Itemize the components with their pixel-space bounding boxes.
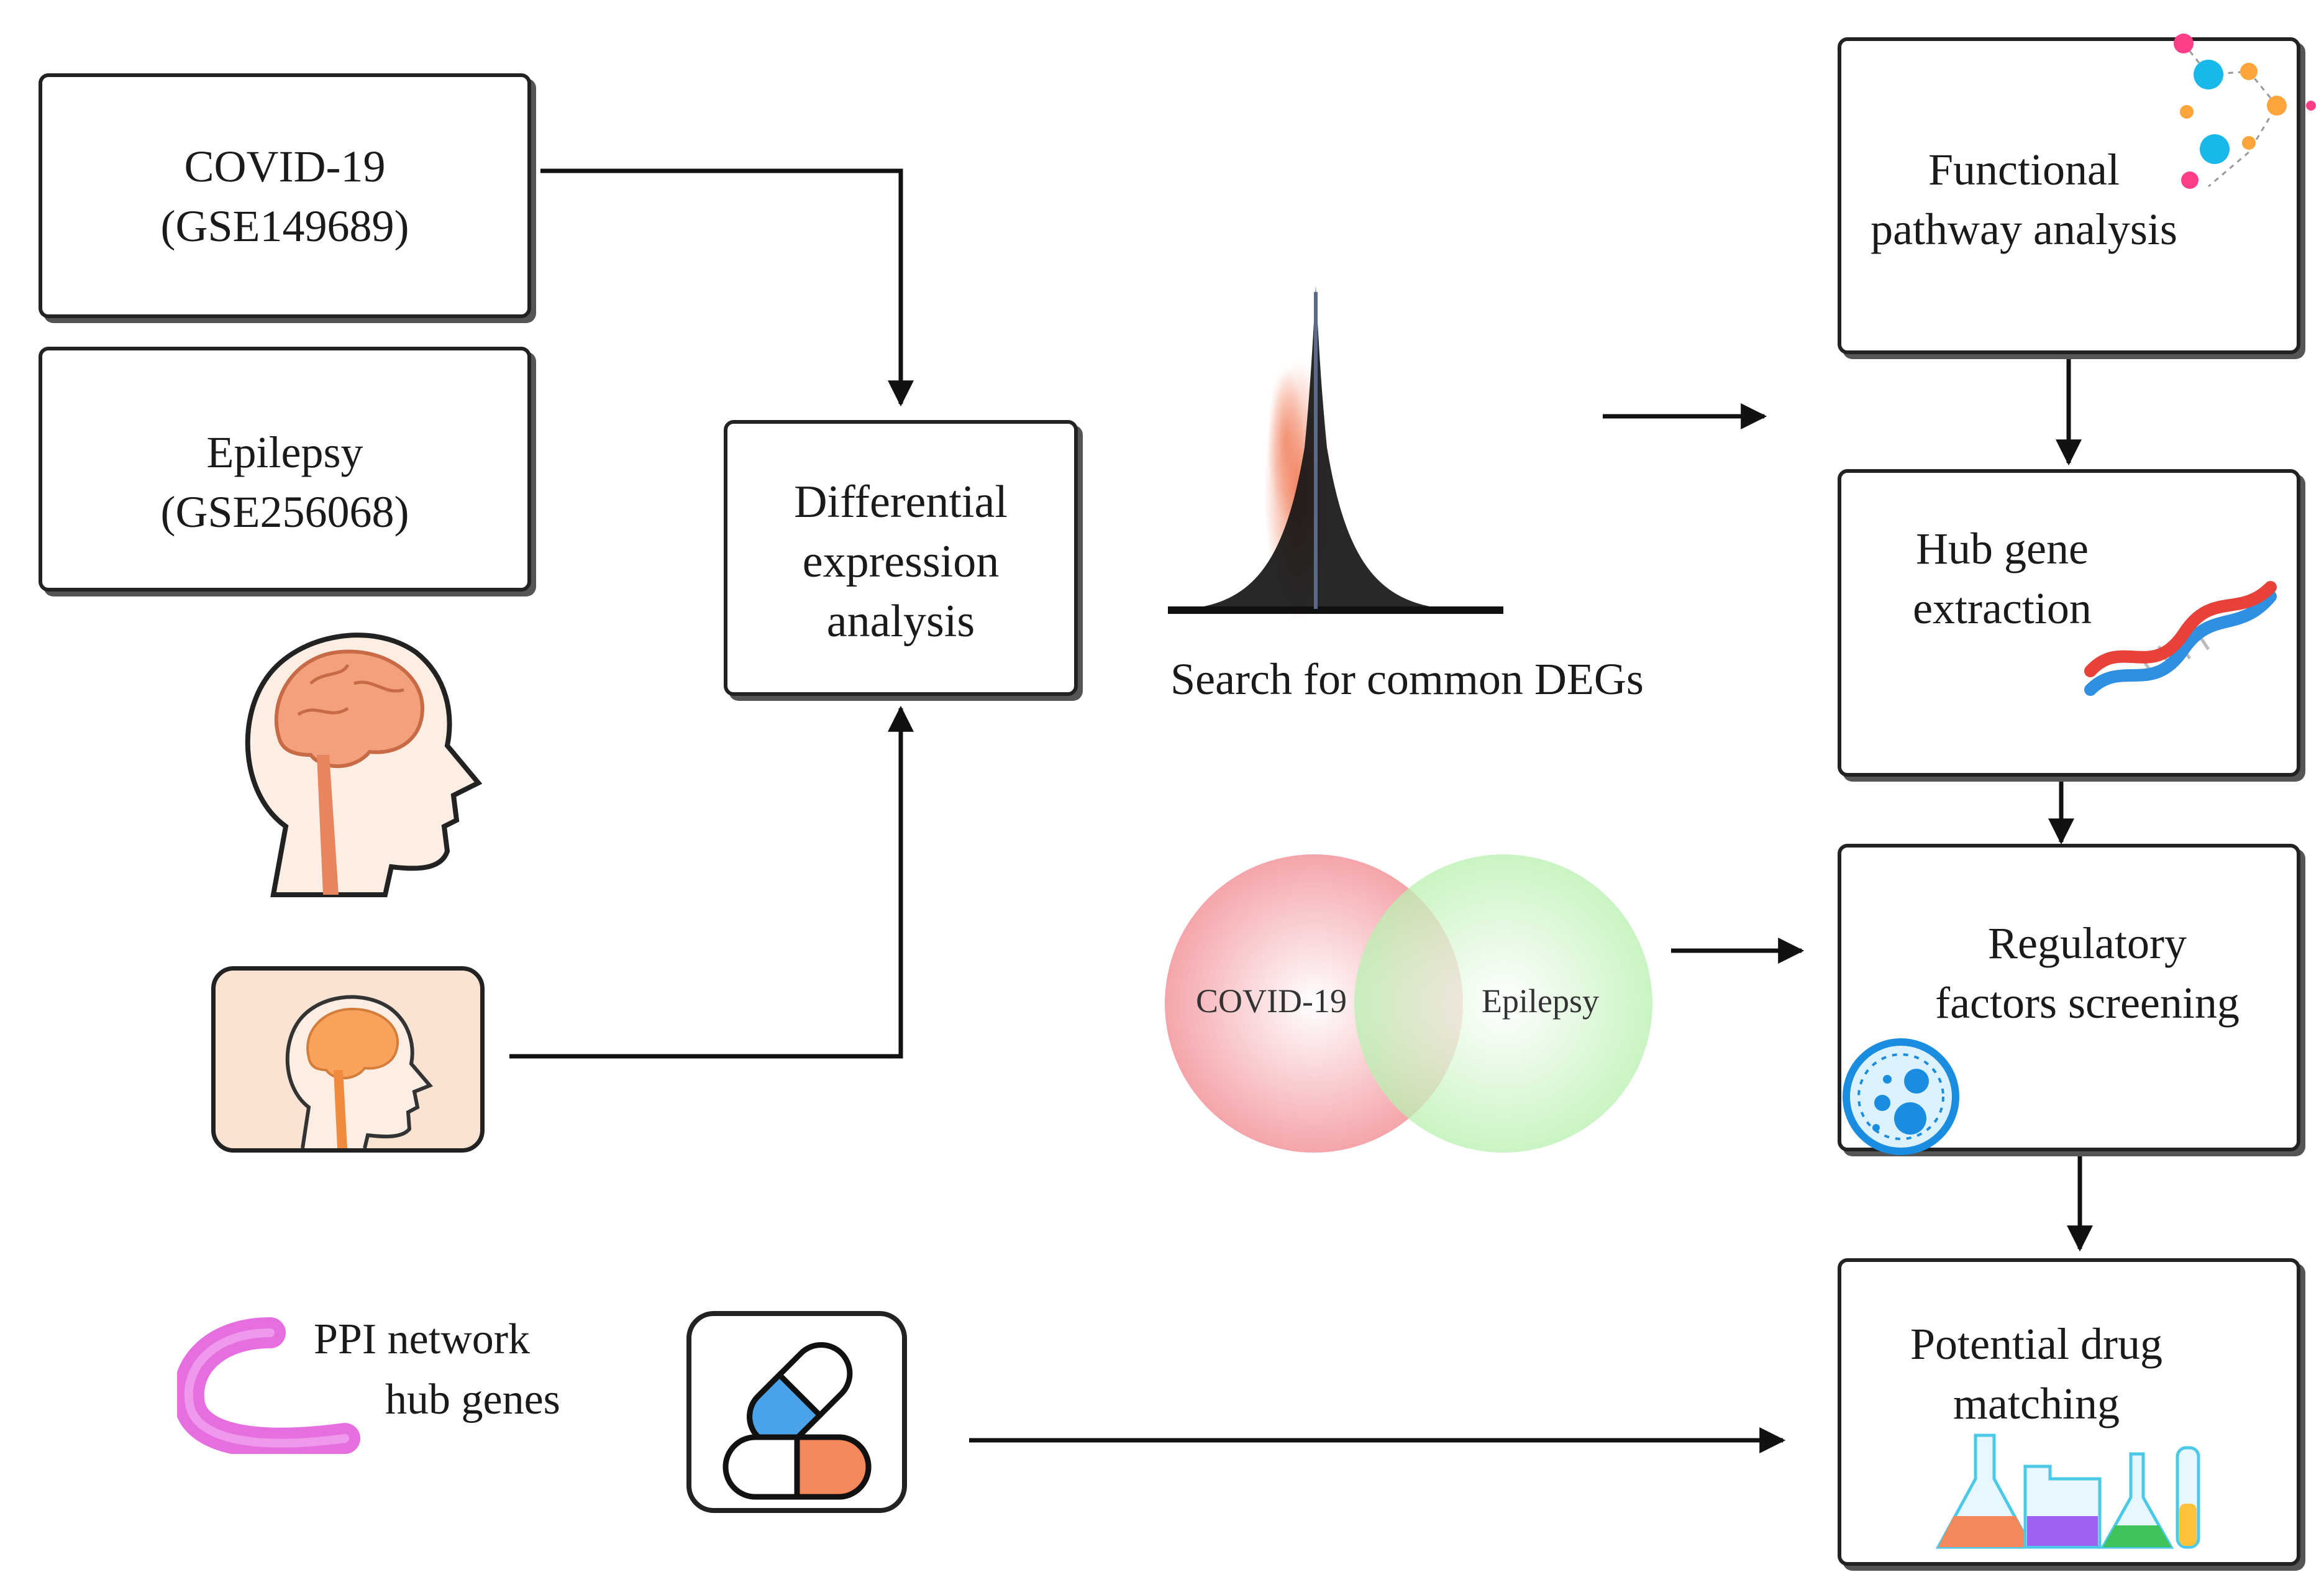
brain-scan-head-icon xyxy=(285,995,434,1149)
epilepsy-dataset-box xyxy=(39,347,531,592)
potential-drug-label: Potential drug matching xyxy=(1838,1314,2235,1433)
venn-epilepsy-circle xyxy=(1354,854,1652,1153)
regulatory-factors-label: Regulatory factors screening xyxy=(1895,913,2280,1033)
molecule-beads-icon xyxy=(2174,34,2316,189)
differential-analysis-box xyxy=(724,420,1078,696)
arrow-epilepsy-to-differential xyxy=(509,705,914,1059)
lab-flasks-icon xyxy=(1935,1433,2200,1549)
regulatory-line-1: Regulatory xyxy=(1988,918,2187,968)
drug-capsule-icon xyxy=(686,1311,907,1513)
potential-drug-line-1: Potential drug xyxy=(1910,1319,2162,1369)
arrow-covid-to-differential xyxy=(540,168,914,407)
dna-helix-icon xyxy=(2084,581,2277,696)
covid-dataset-name: COVID-19 xyxy=(184,142,386,191)
hub-gene-line-2: extraction xyxy=(1913,583,2092,633)
ppi-arc-icon xyxy=(177,1317,360,1454)
functional-line-1: Functional xyxy=(1928,145,2120,194)
head-brain-icon xyxy=(245,633,483,897)
hub-gene-line-1: Hub gene xyxy=(1916,524,2089,574)
differential-line-3: analysis xyxy=(826,596,975,647)
venn-diagram xyxy=(1165,854,1652,1153)
venn-covid-label: COVID-19 xyxy=(1196,982,1347,1020)
capsule-pill-icon xyxy=(722,1342,872,1500)
ppi-network-label-line2: hub genes xyxy=(385,1376,560,1424)
differential-line-1: Differential xyxy=(794,477,1008,528)
covid-dataset-id: (GSE149689) xyxy=(160,201,409,251)
hub-gene-label: Hub gene extraction xyxy=(1838,519,2167,638)
functional-pathway-box xyxy=(1838,37,2300,354)
potential-drug-line-2: matching xyxy=(1953,1379,2120,1428)
covid-dataset-label: COVID-19 (GSE149689) xyxy=(39,137,531,256)
volcano-plot-icon xyxy=(1168,286,1503,621)
epilepsy-dataset-id: (GSE256068) xyxy=(160,487,409,537)
covid-dataset-box xyxy=(39,73,531,318)
epilepsy-dataset-label: Epilepsy (GSE256068) xyxy=(39,423,531,542)
ppi-network-label-line1: PPI network xyxy=(314,1315,531,1363)
regulatory-line-2: factors screening xyxy=(1935,978,2240,1028)
functional-pathway-label: Functional pathway analysis xyxy=(1838,140,2210,259)
cell-dish-icon xyxy=(1843,1038,1959,1155)
search-common-degs-caption: Search for common DEGs xyxy=(1170,654,1644,704)
venn-epilepsy-label: Epilepsy xyxy=(1482,982,1599,1020)
brain-scan-icon xyxy=(211,966,485,1153)
potential-drug-box xyxy=(1838,1258,2300,1566)
functional-line-2: pathway analysis xyxy=(1871,204,2177,254)
differential-line-2: expression xyxy=(802,536,1000,587)
differential-analysis-label: Differential expression analysis xyxy=(724,472,1078,651)
epilepsy-dataset-name: Epilepsy xyxy=(206,427,363,477)
